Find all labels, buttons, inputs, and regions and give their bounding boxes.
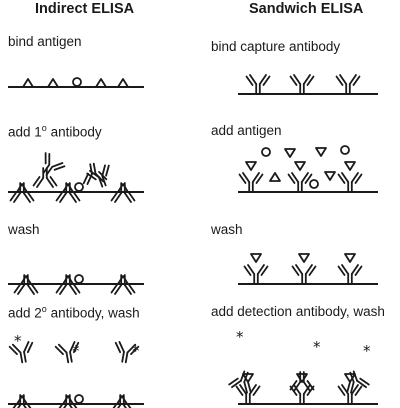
free-antigen: [315, 147, 327, 157]
indirect-panel-3: [8, 274, 144, 295]
capture-antibody: [335, 74, 361, 95]
sandwich-step-2-label: add antigen: [211, 123, 282, 138]
free-antigen: [324, 171, 336, 181]
enzyme-label-marker: *: [132, 342, 140, 360]
bound-antigen: [344, 161, 356, 171]
triangle-antigen: [20, 275, 32, 285]
indirect-panel-4: * * *: [8, 332, 144, 408]
enzyme-label-marker: *: [14, 332, 22, 350]
free-antigen: [284, 148, 296, 158]
free-antigen: [269, 172, 281, 182]
capture-antibody: [337, 172, 363, 193]
triangle-antigen: [22, 78, 34, 88]
circle-antigen: [74, 394, 84, 404]
capture-antibody: [337, 384, 363, 405]
enzyme-label-marker: *: [363, 342, 371, 360]
indirect-step-4-label: add 2o antibody, wash: [8, 304, 140, 321]
enzyme-label-marker: *: [313, 338, 321, 356]
triangle-antigen: [117, 275, 129, 285]
sandwich-elisa-title: Sandwich ELISA: [249, 1, 364, 17]
sandwich-panel-2: [238, 145, 378, 193]
triangle-antigen: [116, 395, 128, 405]
indirect-step-2-label: add 1o antibody: [8, 123, 102, 140]
sandwich-panel-1: [238, 74, 378, 95]
capture-antibody: [235, 384, 261, 405]
triangle-antigen: [62, 275, 74, 285]
indirect-step-1-label: bind antigen: [8, 34, 82, 49]
capture-antibody: [245, 74, 271, 95]
triangle-antigen: [117, 183, 129, 193]
sandwich-step-4-label: add detection antibody, wash: [211, 304, 385, 319]
capture-antibody: [287, 172, 313, 193]
capture-antibody: [238, 172, 264, 193]
indirect-elisa-title: Indirect ELISA: [35, 1, 135, 17]
capture-antibody: [337, 264, 363, 285]
triangle-antigen: [62, 395, 74, 405]
triangle-antigen: [47, 78, 59, 88]
bound-antigen: [344, 253, 356, 263]
indirect-step-3-label: wash: [8, 222, 40, 237]
indirect-panel-2: [8, 150, 144, 203]
triangle-antigen: [16, 183, 28, 193]
sandwich-panel-4: * * *: [227, 328, 378, 405]
bound-antigen: [294, 161, 306, 171]
capture-antibody: [243, 264, 269, 285]
circle-antigen: [309, 179, 319, 189]
sandwich-step-1-label: bind capture antibody: [211, 39, 341, 54]
triangle-antigen: [117, 78, 129, 88]
bound-antigen: [250, 253, 262, 263]
indirect-panel-1: [8, 77, 144, 88]
enzyme-label-marker: *: [236, 328, 244, 346]
triangle-antigen: [95, 78, 107, 88]
circle-antigen: [74, 274, 84, 284]
capture-antibody: [289, 74, 315, 95]
circle-antigen: [72, 77, 82, 87]
circle-antigen: [261, 147, 271, 157]
enzyme-label-marker: *: [72, 342, 80, 360]
capture-antibody: [289, 384, 315, 405]
triangle-antigen: [62, 183, 74, 193]
circle-antigen: [74, 182, 84, 192]
sandwich-step-3-label: wash: [211, 222, 243, 237]
bound-antigen: [296, 373, 308, 383]
triangle-antigen: [16, 395, 28, 405]
capture-antibody: [291, 264, 317, 285]
bound-antigen: [245, 161, 257, 171]
circle-antigen: [340, 145, 350, 155]
sandwich-panel-3: [238, 253, 378, 285]
bound-antigen: [298, 253, 310, 263]
